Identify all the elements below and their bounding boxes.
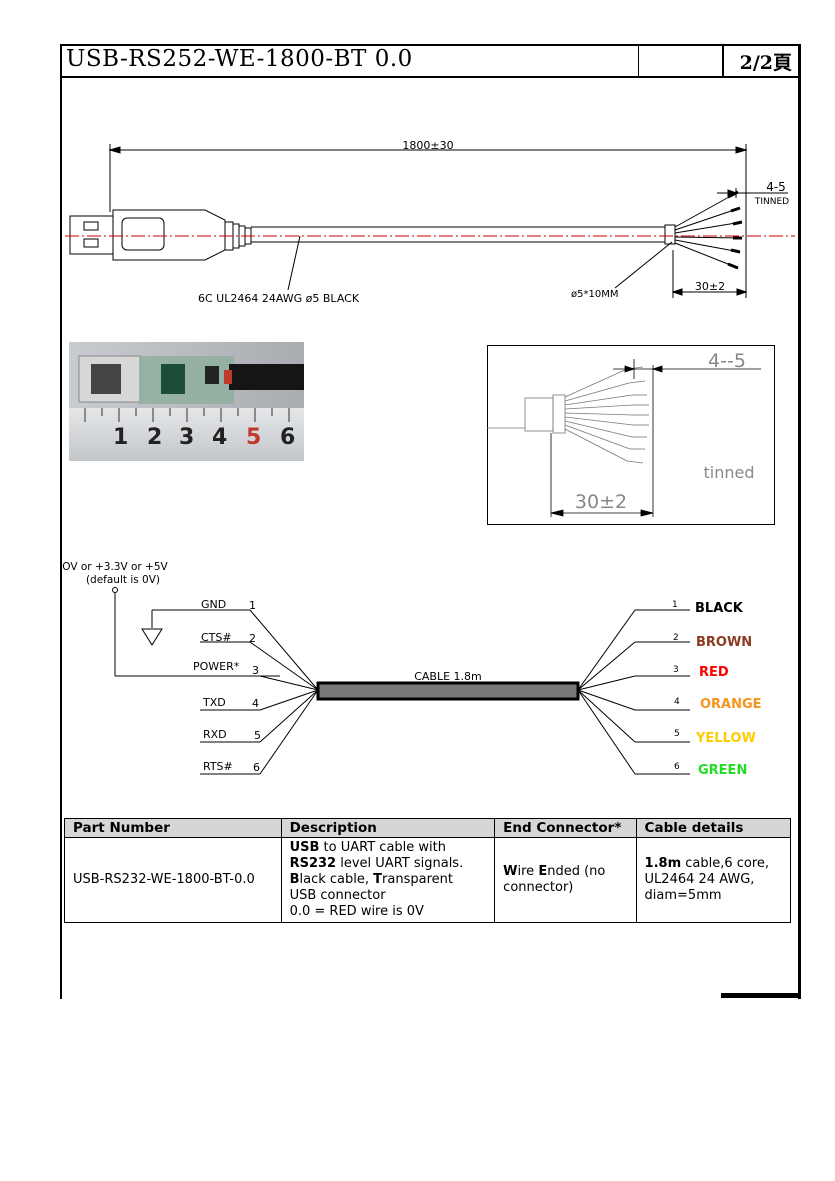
cable-outline-drawing: 1800±30 4-5 TINNED 6C UL2464 24AWG ø5 BL… [65, 139, 795, 305]
wire-color-black: BLACK [695, 601, 744, 616]
wire-num-6: 6 [674, 762, 680, 772]
ruler-digits: 1 2 3 4 5 6 [113, 425, 295, 450]
pin-name-rxd: RXD [203, 728, 227, 741]
cell-part-number: USB-RS232-WE-1800-BT-0.0 [64, 837, 282, 923]
table-row: USB-RS232-WE-1800-BT-0.0 USB to UART cab… [64, 837, 792, 923]
svg-text:2: 2 [147, 425, 162, 450]
pin-num-4: 4 [252, 697, 259, 710]
header-part-number: Part Number [64, 818, 282, 838]
wire-color-yellow: YELLOW [695, 731, 756, 746]
pin-name-gnd: GND [201, 598, 226, 611]
pin-num-6: 6 [253, 761, 260, 774]
cable-label: CABLE 1.8m [414, 670, 482, 683]
pin-num-5: 5 [254, 729, 261, 742]
pin-num-2: 2 [249, 632, 256, 645]
part-table: Part Number Description End Connector* C… [64, 818, 792, 923]
svg-text:4: 4 [212, 425, 227, 450]
wire-num-3: 3 [673, 665, 679, 675]
svg-text:1: 1 [113, 425, 128, 450]
header-description: Description [280, 818, 496, 838]
pin-num-1: 1 [249, 599, 256, 612]
wire-color-green: GREEN [698, 763, 747, 778]
cable-photo: 1 2 3 4 5 6 [69, 342, 304, 461]
drawing-title: USB-RS252-WE-1800-BT 0.0 [66, 46, 413, 72]
pin-num-3: 3 [252, 664, 259, 677]
title-block: USB-RS252-WE-1800-BT 0.0 2/2頁 [60, 44, 799, 78]
table-header-row: Part Number Description End Connector* C… [64, 818, 792, 838]
pin-name-rts: RTS# [203, 760, 233, 773]
svg-text:5: 5 [246, 425, 261, 450]
right-wire-colors: BLACK BROWN RED ORANGE YELLOW GREEN [695, 601, 762, 778]
wire-num-1: 1 [672, 600, 678, 610]
title-cell-blank [638, 44, 723, 76]
wire-color-red: RED [699, 665, 729, 680]
left-pin-labels: GND CTS# POWER* TXD RXD RTS# 1 2 3 4 5 6 [193, 598, 261, 774]
cell-end-connector: Wire Ended (no connector) [494, 837, 637, 923]
power-note-line1: OV or +3.3V or +5V [62, 561, 168, 573]
detail-strip-dimension: 4--5 [708, 350, 746, 372]
cable-spec: 6C UL2464 24AWG ø5 BLACK [198, 292, 360, 305]
right-wire-numbers: 1 2 3 4 5 6 [672, 600, 680, 772]
heatshrink-spec: ø5*10MM [571, 289, 618, 300]
cell-description: USB to UART cable with RS232 level UART … [280, 837, 496, 923]
wire-end-detail: 4--5 tinned 30±2 [487, 345, 775, 525]
detail-breakout-dimension: 30±2 [575, 491, 627, 513]
wire-num-5: 5 [674, 729, 680, 739]
wire-color-brown: BROWN [696, 635, 752, 650]
pin-name-cts: CTS# [201, 631, 232, 644]
cable-body [316, 681, 580, 701]
ruler-ticks [84, 408, 290, 422]
detail-tinned-note: tinned [704, 463, 755, 482]
photo-image: 1 2 3 4 5 6 [69, 342, 304, 461]
strip-dimension: 4-5 [766, 180, 786, 194]
power-note-line2: (default is 0V) [86, 574, 160, 586]
header-end-connector: End Connector* [494, 818, 637, 838]
pin-name-txd: TXD [202, 696, 226, 709]
page-number: 2/2頁 [739, 52, 792, 74]
drawing-frame [60, 44, 801, 999]
tinned-note: TINNED [754, 197, 789, 207]
length-dimension: 1800±30 [402, 139, 453, 152]
header-cable-details: Cable details [635, 818, 792, 838]
wire-color-orange: ORANGE [700, 697, 762, 712]
pin-name-power: POWER* [193, 660, 240, 673]
wiring-schematic: OV or +3.3V or +5V (default is 0V) [62, 561, 762, 778]
svg-text:6: 6 [280, 425, 295, 450]
frame-corner-bar [721, 993, 799, 998]
breakout-dimension: 30±2 [695, 280, 725, 293]
cell-cable-details: 1.8m cable,6 core, UL2464 24 AWG, diam=5… [635, 837, 792, 923]
title-cell-page: 2/2頁 [722, 44, 798, 76]
wire-num-4: 4 [674, 697, 680, 707]
wire-num-2: 2 [673, 633, 679, 643]
svg-text:3: 3 [179, 425, 194, 450]
